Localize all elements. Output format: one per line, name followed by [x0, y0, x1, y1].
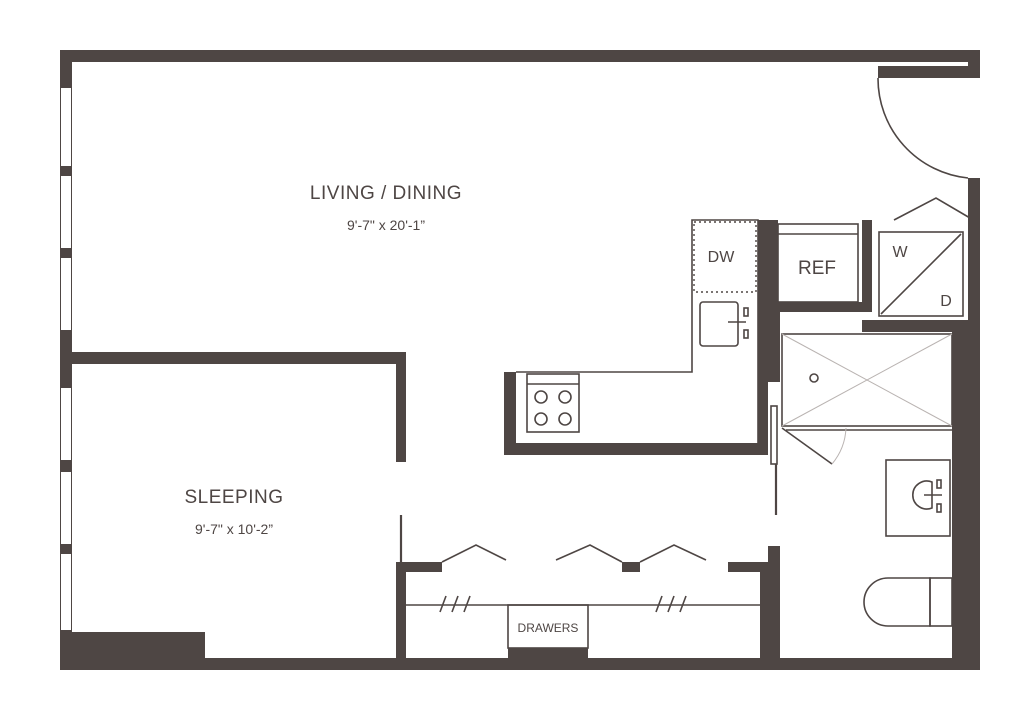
labels: LIVING / DINING 9'-7" x 20'-1” SLEEPING … [184, 183, 951, 635]
room-dims-living: 9'-7" x 20'-1” [347, 217, 425, 233]
sleeping-walls [60, 352, 406, 662]
dryer-label: D [940, 293, 952, 310]
bathroom [768, 310, 968, 666]
dishwasher-label: DW [708, 249, 736, 266]
drawers-label: DRAWERS [518, 621, 579, 635]
kitchen [504, 219, 768, 455]
refrigerator-label: REF [798, 258, 836, 279]
washer-dryer [862, 197, 971, 332]
room-dims-sleeping: 9'-7" x 10'-2” [195, 521, 273, 537]
washer-label: W [892, 244, 908, 261]
closet [396, 544, 780, 662]
entry-door [877, 77, 969, 179]
room-name-living: LIVING / DINING [310, 183, 462, 204]
refrigerator [768, 220, 872, 312]
windows [61, 88, 71, 630]
room-name-sleeping: SLEEPING [184, 487, 283, 508]
